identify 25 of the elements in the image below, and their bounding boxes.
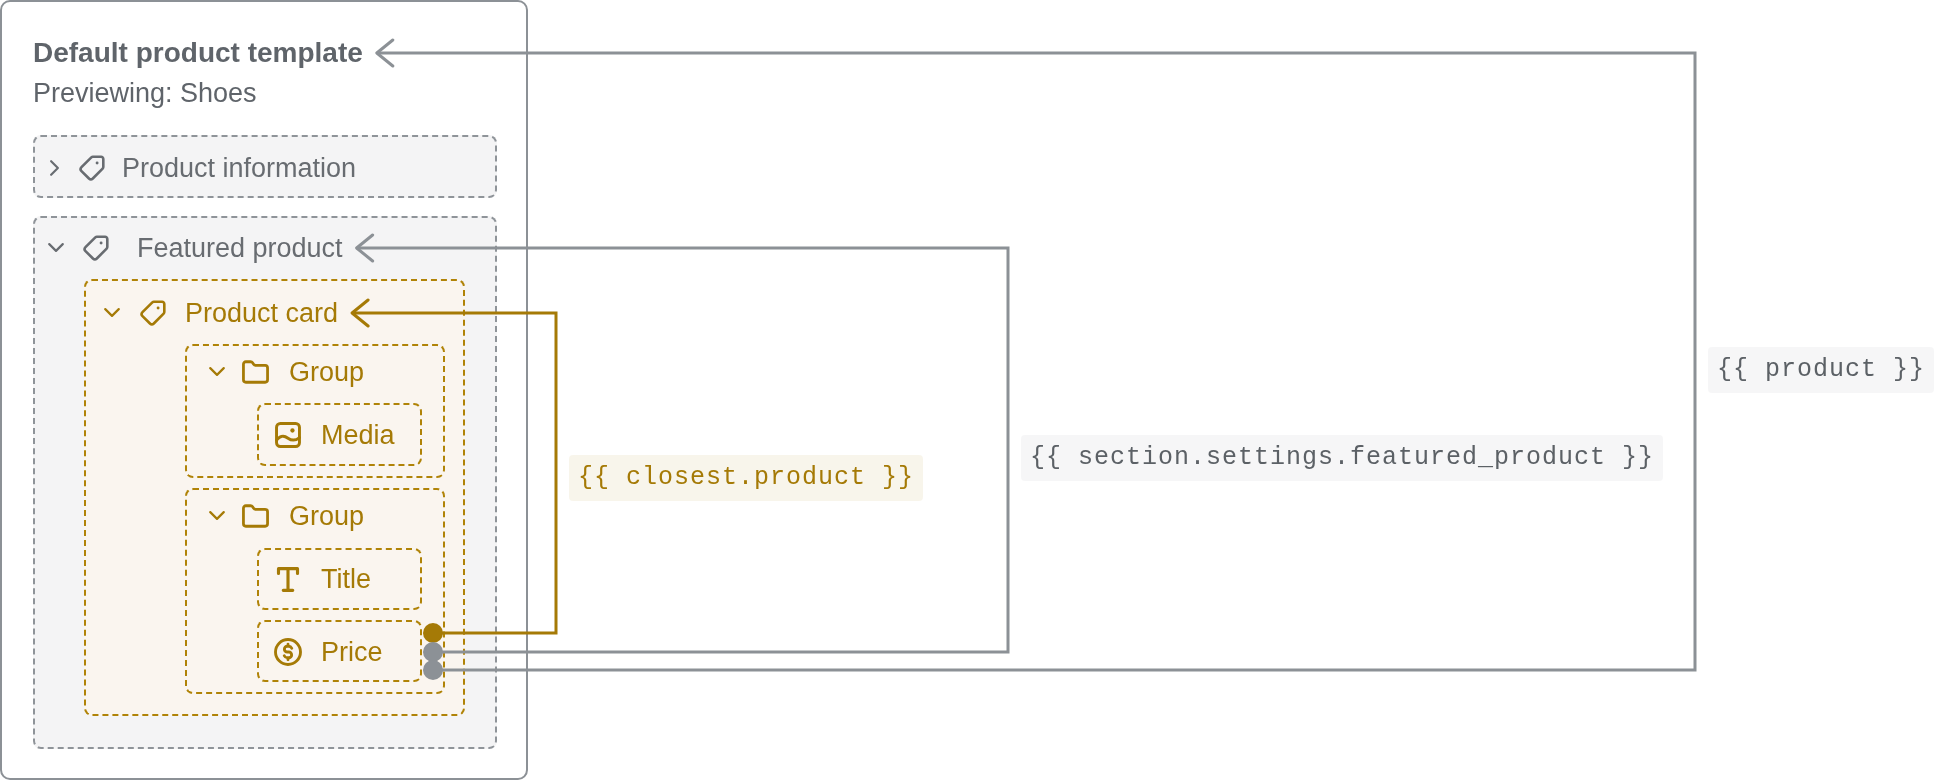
group-box: [185, 488, 445, 694]
section-box: [33, 135, 497, 198]
panel-title: Default product template: [33, 36, 363, 70]
item-label: Group: [289, 500, 365, 532]
code-label: {{ section.settings.featured_product }}: [1021, 435, 1664, 481]
item-label: Price: [321, 636, 383, 668]
connector-arrow: [355, 233, 1010, 662]
code-label: {{ closest.product }}: [569, 455, 924, 501]
connector-arrow: [350, 298, 558, 643]
section-box: [33, 216, 497, 749]
block-box: [257, 620, 422, 682]
item-label: Media: [321, 419, 395, 451]
group-box: [185, 344, 445, 478]
template-panel: [0, 0, 528, 780]
item-label: Product information: [122, 152, 357, 184]
block-box: [257, 403, 422, 466]
item-label: Product card: [185, 297, 339, 329]
connector-arrow: [375, 38, 1697, 680]
item-label: Group: [289, 356, 365, 388]
block-box: [84, 279, 465, 716]
code-label: {{ product }}: [1708, 347, 1935, 393]
panel-subtitle: Previewing: Shoes: [33, 77, 257, 109]
item-label: Featured product: [137, 232, 343, 264]
block-box: [257, 548, 422, 610]
item-label: Title: [321, 563, 371, 595]
